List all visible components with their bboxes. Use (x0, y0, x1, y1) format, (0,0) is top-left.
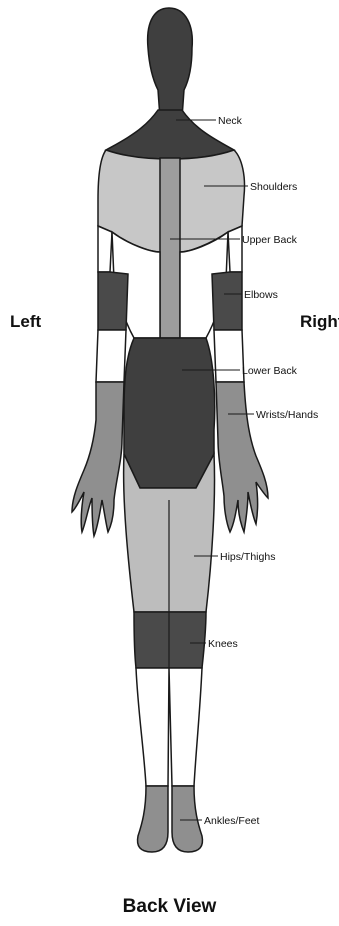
region-knees (134, 612, 206, 668)
label-hips-thighs: Hips/Thighs (220, 551, 275, 563)
label-elbows: Elbows (244, 289, 278, 301)
region-wrists-hands-right (216, 382, 268, 532)
region-ankles-feet-left (138, 786, 168, 852)
label-knees: Knees (208, 638, 238, 650)
region-ankles-feet-right (172, 786, 202, 852)
right-upper-arm (228, 226, 242, 272)
left-forearm (96, 330, 126, 382)
region-elbows-right (212, 272, 242, 330)
label-wrists-hands: Wrists/Hands (256, 409, 318, 421)
left-upper-arm (98, 226, 112, 272)
right-forearm (214, 330, 244, 382)
label-neck: Neck (218, 115, 243, 127)
lower-legs (136, 668, 202, 786)
side-label-right: Right (300, 312, 339, 332)
region-wrists-hands-left (72, 382, 124, 536)
region-lower-back (124, 338, 215, 488)
side-label-left: Left (10, 312, 41, 332)
region-elbows-left (98, 272, 128, 330)
label-lower-back: Lower Back (242, 365, 298, 377)
region-neck (106, 110, 234, 159)
label-shoulders: Shoulders (250, 181, 297, 193)
label-upper-back: Upper Back (242, 234, 298, 246)
view-title: Back View (0, 896, 339, 918)
head (148, 8, 193, 118)
label-ankles-feet: Ankles/Feet (204, 815, 260, 827)
region-upper-back (160, 158, 180, 338)
